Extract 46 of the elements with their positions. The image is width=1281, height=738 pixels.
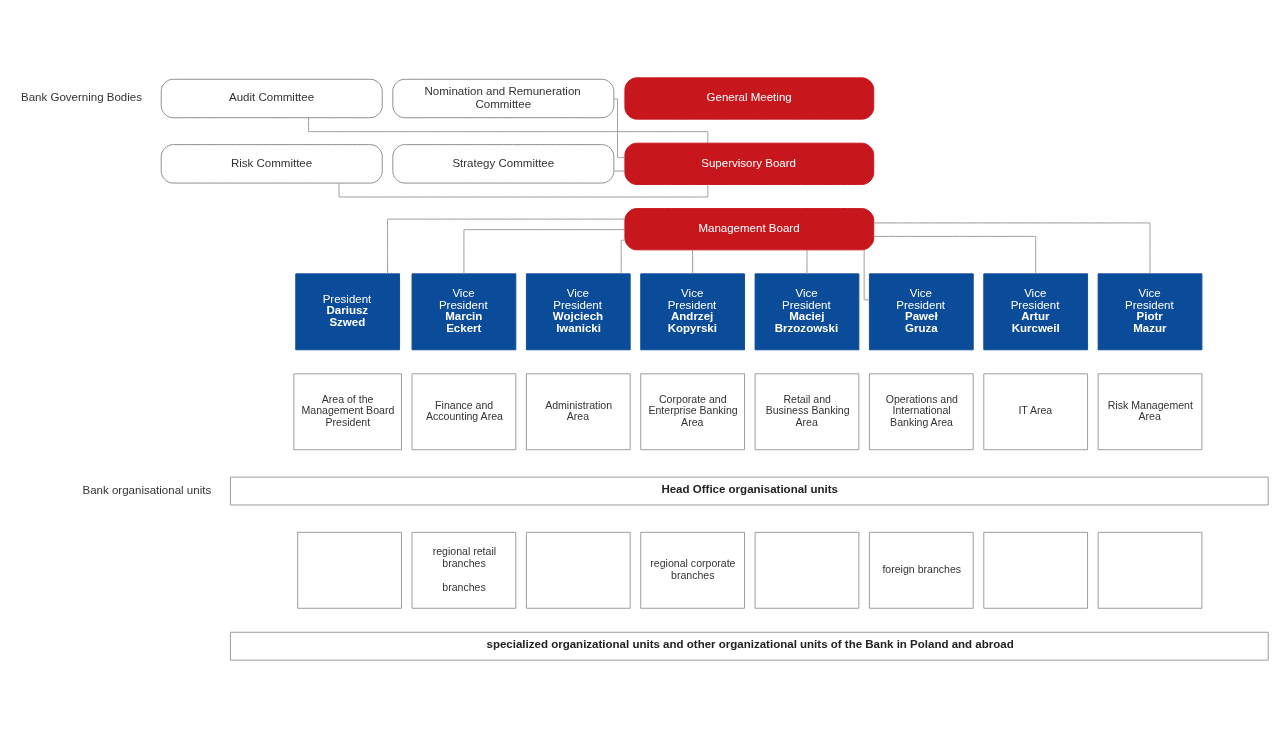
node-box: Nomination and Remuneration Committee	[392, 78, 615, 119]
connector	[613, 170, 626, 172]
node-box: General Meeting	[624, 77, 875, 120]
node-box: regional corporate branches	[640, 531, 745, 609]
node-box: Risk Management Area	[1097, 373, 1203, 451]
node-box: Vice President Andrzej Kopyrski	[640, 273, 745, 351]
node-box: regional retail branches branches	[411, 531, 517, 609]
node-box	[754, 531, 860, 609]
node-box	[297, 531, 402, 609]
node-box: Corporate and Enterprise Banking Area	[640, 373, 745, 451]
node-box: Retail and Business Banking Area	[754, 373, 860, 451]
node-box: Management Board	[624, 208, 875, 251]
node-box	[983, 531, 1089, 609]
node-box: Finance and Accounting Area	[411, 373, 517, 451]
connector	[620, 239, 626, 274]
label: Bank Governing Bodies	[20, 91, 142, 104]
node-box: President Dariusz Szwed	[295, 273, 401, 351]
node-box: Vice President Maciej Brzozowski	[754, 273, 860, 351]
connector	[873, 235, 1037, 275]
connector	[387, 218, 626, 275]
node-box: foreign branches	[868, 531, 974, 609]
node-box: Supervisory Board	[624, 142, 875, 185]
node-box: Area of the Management Board President	[293, 373, 402, 451]
node-box: specialized organizational units and other organizational units of the Bank in Poland and abroad	[229, 631, 1269, 661]
label: Bank organisational units	[82, 484, 212, 497]
node-box	[525, 531, 631, 609]
node-box: IT Area	[983, 373, 1089, 451]
connector	[463, 229, 626, 275]
connector	[692, 249, 694, 275]
node-box: Operations and International Banking Area	[868, 373, 974, 451]
node-box: Audit Committee	[160, 78, 383, 119]
node-box: Vice President Wojciech Iwanicki	[525, 273, 631, 351]
connector	[806, 249, 808, 275]
connector	[863, 249, 870, 301]
node-box: Administration Area	[525, 373, 631, 451]
node-box: Head Office organisational units	[229, 476, 1269, 506]
node-box: Risk Committee	[160, 144, 383, 184]
node-box: Vice President Marcin Eckert	[411, 273, 517, 351]
node-box: Strategy Committee	[392, 144, 615, 184]
connector	[338, 182, 709, 198]
node-box: Vice President Artur Kurcweil	[983, 273, 1089, 351]
connector	[873, 222, 1151, 275]
node-box: Vice President Piotr Mazur	[1097, 273, 1203, 351]
node-box: Vice President Paweł Gruza	[868, 273, 974, 351]
node-box	[1097, 531, 1203, 609]
connector	[613, 98, 626, 159]
